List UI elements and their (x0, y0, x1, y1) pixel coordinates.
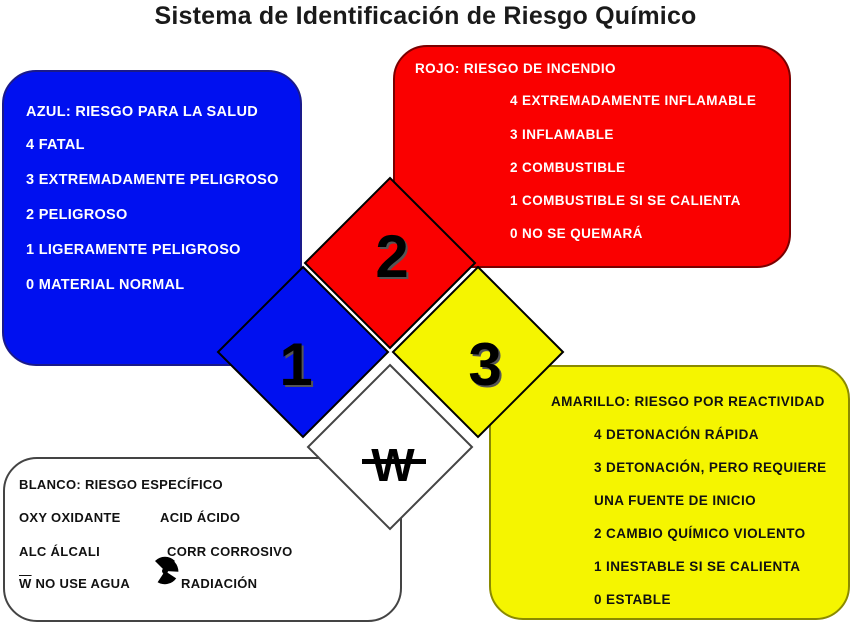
reactivity-item: 4 DETONACIÓN RÁPIDA (594, 427, 759, 442)
fire-item: 0 NO SE QUEMARÁ (510, 226, 643, 241)
page-title: Sistema de Identificación de Riesgo Quím… (154, 2, 697, 30)
health-heading: AZUL: RIESGO PARA LA SALUD (26, 104, 259, 120)
radiation-icon (155, 556, 179, 585)
fire-item: 3 INFLAMABLE (510, 127, 614, 142)
reactivity-item: 1 INESTABLE SI SE CALIENTA (594, 559, 801, 574)
special-radiation: RADIACIÓN (181, 576, 258, 591)
reactivity-rating: 3 (468, 331, 502, 398)
w-letter: W (19, 576, 32, 591)
reactivity-item: 3 DETONACIÓN, PERO REQUIERE (594, 460, 827, 475)
health-panel: AZUL: RIESGO PARA LA SALUD 4 FATAL 3 EXT… (2, 70, 302, 366)
health-item: 0 MATERIAL NORMAL (26, 277, 185, 293)
special-symbol: W (371, 439, 415, 491)
fire-item: 1 COMBUSTIBLE SI SE CALIENTA (510, 193, 741, 208)
reactivity-heading: AMARILLO: RIESGO POR REACTIVIDAD (551, 394, 825, 409)
fire-panel: ROJO: RIESGO DE INCENDIO 4 EXTREMADAMENT… (393, 45, 791, 268)
special-acid: ACID ÁCIDO (160, 510, 241, 525)
health-item: 3 EXTREMADAMENTE PELIGROSO (26, 172, 279, 188)
special-corr: CORR CORROSIVO (167, 544, 293, 559)
reactivity-item: UNA FUENTE DE INICIO (594, 493, 757, 508)
health-item: 4 FATAL (26, 137, 85, 153)
fire-heading: ROJO: RIESGO DE INCENDIO (415, 61, 616, 76)
health-rating: 1 (279, 331, 313, 398)
special-oxy: OXY OXIDANTE (19, 510, 121, 525)
health-item: 1 LIGERAMENTE PELIGROSO (26, 242, 241, 258)
fire-item: 2 COMBUSTIBLE (510, 160, 626, 175)
no-water-text: NO USE AGUA (31, 576, 131, 591)
special-strike-bar (362, 459, 426, 464)
fire-rating: 2 (375, 223, 409, 290)
reactivity-panel: AMARILLO: RIESGO POR REACTIVIDAD 4 DETON… (489, 365, 850, 620)
special-alc: ALC ÁLCALI (19, 544, 100, 559)
special-heading: BLANCO: RIESGO ESPECÍFICO (19, 477, 223, 492)
reactivity-item: 0 ESTABLE (594, 592, 671, 607)
special-no-water: W NO USE AGUA (19, 576, 130, 591)
health-item: 2 PELIGROSO (26, 207, 128, 223)
fire-item: 4 EXTREMADAMENTE INFLAMABLE (510, 93, 757, 108)
reactivity-item: 2 CAMBIO QUÍMICO VIOLENTO (594, 526, 806, 541)
